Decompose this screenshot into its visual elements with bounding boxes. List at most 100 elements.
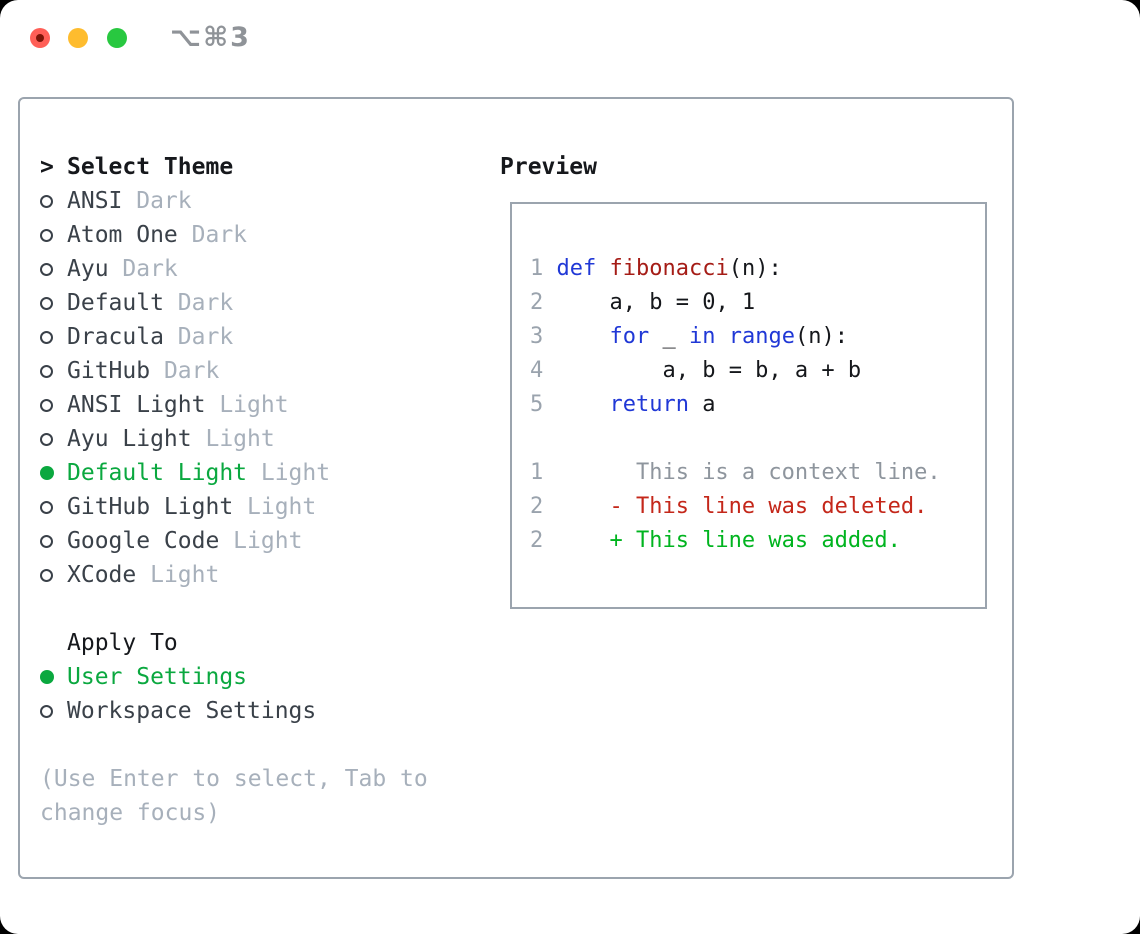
theme-name: XCode (67, 562, 137, 588)
diff-line-ctx: 1 This is a context line. (530, 456, 985, 490)
function-token: fibonacci (609, 256, 729, 281)
radio-gutter (40, 670, 67, 684)
keyword-token: in (688, 324, 716, 349)
radio-unselected-icon (40, 432, 53, 446)
radio-gutter (40, 704, 67, 718)
radio-gutter (40, 228, 67, 242)
radio-unselected-icon (40, 568, 53, 582)
code-line: 3 for _ in range(n): (530, 320, 985, 354)
code-token (596, 256, 609, 281)
theme-option-ansi-light[interactable]: ANSI Light Light (40, 388, 485, 422)
keyword-token: def (556, 256, 597, 281)
theme-option-ansi[interactable]: ANSI Dark (40, 184, 485, 218)
theme-name: ANSI (67, 188, 123, 214)
radio-gutter (40, 534, 67, 548)
theme-name: Google Code (67, 528, 220, 554)
theme-name: Default Light (67, 460, 248, 486)
theme-variant-tag: Light (136, 562, 220, 588)
radio-unselected-icon (40, 534, 53, 548)
radio-unselected-icon (40, 330, 53, 344)
select-theme-title: Select Theme (67, 154, 234, 180)
line-number: 3 (530, 324, 557, 349)
select-theme-header: > Select Theme (40, 150, 485, 184)
theme-name: GitHub (67, 358, 151, 384)
code-token: a, b = 0, 1 (609, 290, 756, 315)
radio-unselected-icon (40, 228, 53, 242)
keyboard-shortcut-label: ⌥⌘3 (170, 22, 251, 53)
radio-selected-icon (40, 466, 54, 480)
apply-to-title: Apply To (67, 630, 178, 656)
close-focus-dot-icon (36, 34, 44, 42)
theme-name: Atom One (67, 222, 178, 248)
theme-option-github[interactable]: GitHub Dark (40, 354, 485, 388)
theme-option-default[interactable]: Default Dark (40, 286, 485, 320)
theme-variant-tag: Light (191, 426, 275, 452)
radio-gutter (40, 398, 67, 412)
theme-variant-tag: Light (219, 528, 303, 554)
code-line: 4 a, b = b, a + b (530, 354, 985, 388)
traffic-light-close-button[interactable] (30, 28, 50, 48)
line-number: 1 (530, 460, 544, 485)
line-number: 1 (530, 256, 557, 281)
code-token: (n): (794, 324, 848, 349)
radio-unselected-icon (40, 704, 53, 718)
theme-option-dracula[interactable]: Dracula Dark (40, 320, 485, 354)
traffic-light-minimize-button[interactable] (68, 28, 88, 48)
traffic-light-zoom-button[interactable] (107, 28, 127, 48)
radio-gutter (40, 364, 67, 378)
indent (557, 324, 610, 349)
theme-option-google-code[interactable]: Google Code Light (40, 524, 485, 558)
radio-unselected-icon (40, 296, 53, 310)
code-token: a, b = b, a + b (662, 358, 862, 383)
theme-option-default-light[interactable]: Default Light Light (40, 456, 485, 490)
theme-option-github-light[interactable]: GitHub Light Light (40, 490, 485, 524)
diff-text: This is a context line. (543, 460, 941, 485)
diff-text: - This line was deleted. (543, 494, 928, 519)
diff-line-del: 2 - This line was deleted. (530, 490, 985, 524)
apply-option-user-settings[interactable]: User Settings (40, 660, 485, 694)
indent (557, 358, 663, 383)
prompt-caret: > (40, 154, 54, 180)
theme-variant-tag: Dark (108, 256, 178, 282)
radio-gutter (40, 330, 67, 344)
line-number: 2 (530, 290, 557, 315)
diff-text: + This line was added. (543, 528, 901, 553)
radio-gutter (40, 568, 67, 582)
theme-option-xcode[interactable]: XCode Light (40, 558, 485, 592)
theme-option-ayu[interactable]: Ayu Dark (40, 252, 485, 286)
apply-option-workspace-settings[interactable]: Workspace Settings (40, 694, 485, 728)
radio-unselected-icon (40, 398, 53, 412)
theme-name: Dracula (67, 324, 164, 350)
apply-to-header-row: Apply To (40, 626, 485, 660)
code-token: (n): (728, 256, 782, 281)
code-token (715, 324, 728, 349)
theme-variant-tag: Light (233, 494, 317, 520)
radio-gutter (40, 194, 67, 208)
code-token: _ (649, 324, 689, 349)
spacer (40, 592, 485, 626)
theme-option-ayu-light[interactable]: Ayu Light Light (40, 422, 485, 456)
apply-option-label: Workspace Settings (67, 698, 317, 724)
theme-variant-tag: Dark (163, 290, 234, 316)
blank-line (530, 422, 985, 456)
diff-line-add: 2 + This line was added. (530, 524, 985, 558)
radio-gutter (40, 466, 67, 480)
radio-unselected-icon (40, 194, 53, 208)
theme-option-atom-one[interactable]: Atom One Dark (40, 218, 485, 252)
line-number: 4 (530, 358, 557, 383)
code-token: a (688, 392, 716, 417)
theme-variant-tag: Dark (163, 324, 234, 350)
line-number: 2 (530, 528, 544, 553)
line-number: 5 (530, 392, 557, 417)
radio-gutter (40, 432, 67, 446)
theme-variant-tag: Dark (150, 358, 220, 384)
theme-name: ANSI Light (67, 392, 206, 418)
keyword-token: return (609, 392, 689, 417)
